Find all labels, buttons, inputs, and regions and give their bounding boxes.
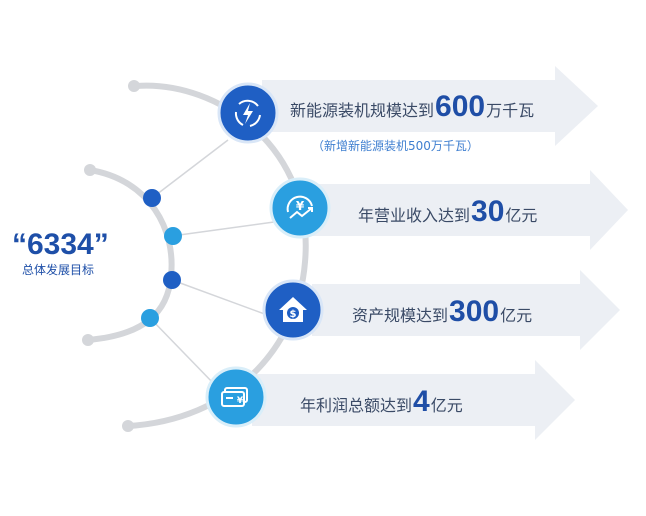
goal-unit: 亿元 [430, 396, 463, 415]
yen-growth-icon: ¥ [286, 195, 313, 219]
goal-arrow-4 [252, 360, 575, 440]
goal-prefix: 年利润总额达到 [300, 396, 413, 415]
arc-dot-top-inner [84, 164, 96, 176]
goal-text-4: 年利润总额达到 4 亿元 [300, 385, 463, 419]
node-dot-2 [164, 227, 182, 245]
house-dollar-icon: $ [279, 297, 307, 322]
goal-value: 30 [471, 195, 505, 228]
goal-value: 4 [413, 385, 430, 418]
arrow-shapes [252, 66, 628, 440]
icon-circle-3: $ [262, 279, 324, 341]
node-dot-1 [143, 189, 161, 207]
goal-arrow-1 [262, 66, 598, 146]
goal-arrow-3 [312, 270, 620, 350]
goal-note-1: （新增新能源装机500万千瓦） [312, 139, 479, 153]
goal-text-1: 新能源装机规模达到 600 万千瓦 [290, 90, 534, 124]
svg-text:¥: ¥ [237, 396, 244, 406]
node-dot-4 [141, 309, 159, 327]
icon-circle-4: ¥ [205, 366, 267, 428]
goal-text-3: 资产规模达到 300 亿元 [352, 295, 532, 329]
goal-prefix: 新能源装机规模达到 [290, 101, 435, 120]
goal-prefix: 年营业收入达到 [358, 206, 471, 225]
badge-number: “6334” [12, 228, 109, 261]
badge-subtitle: 总体发展目标 [21, 263, 94, 277]
goal-value: 600 [435, 90, 486, 123]
arc-end-dots [82, 80, 140, 432]
bill-yen-icon: ¥ [221, 387, 248, 407]
goal-text-2: 年营业收入达到 30 亿元 [358, 195, 537, 229]
line-1 [151, 139, 229, 199]
power-cycle-icon [234, 99, 261, 127]
svg-text:$: $ [290, 309, 297, 320]
line-3 [171, 279, 271, 317]
goal-unit: 亿元 [500, 306, 533, 325]
arc-dot-bottom-outer [122, 420, 134, 432]
goal-unit: 亿元 [505, 206, 538, 225]
node-dot-3 [163, 271, 181, 289]
goal-prefix: 资产规模达到 [352, 306, 449, 325]
line-4 [149, 317, 217, 387]
goal-unit: 万千瓦 [486, 101, 535, 120]
line-2 [171, 221, 275, 237]
svg-text:¥: ¥ [296, 199, 305, 213]
goal-arrow-2 [312, 170, 628, 250]
arc-dot-bottom-inner [82, 334, 94, 346]
arc-dot-top-outer [128, 80, 140, 92]
goal-value: 300 [449, 295, 500, 328]
overall-goal-badge: “6334” 总体发展目标 [12, 228, 109, 278]
node-dots [141, 189, 182, 327]
icon-circle-2: ¥ [269, 177, 331, 239]
icon-circle-1 [217, 82, 279, 144]
connector-lines [149, 139, 275, 387]
